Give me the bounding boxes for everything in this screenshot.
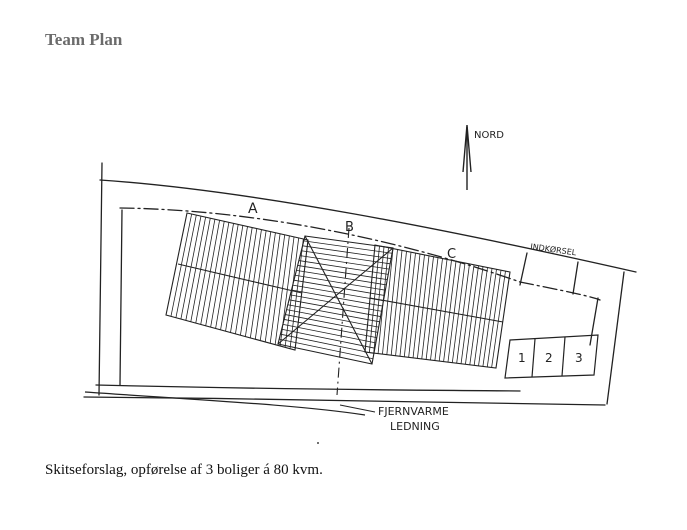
label-pipe-line2: LEDNING (390, 420, 440, 433)
label-driveway: INDKØRSEL (530, 241, 578, 257)
page-title: Team Plan (45, 30, 123, 49)
driveway-line-2 (572, 261, 579, 295)
plot-boundary-right (606, 271, 625, 405)
house-b (277, 227, 394, 396)
plot-boundary-bottom (83, 396, 606, 406)
label-shed-1: 1 (518, 351, 526, 365)
plot-boundary-left (98, 162, 103, 396)
label-house-b: B (345, 220, 354, 235)
setback-line-bottom (95, 384, 521, 392)
house-a (165, 212, 309, 351)
driveway-line-1 (519, 252, 528, 286)
pipe-leader (339, 404, 376, 413)
stray-dot (317, 442, 319, 444)
label-north: NORD (474, 130, 504, 141)
label-house-c: C (447, 247, 456, 262)
north-arrow-icon (462, 124, 472, 190)
setback-line-left (119, 209, 123, 386)
caption: Skitseforslag, opførelse af 3 boliger á … (45, 462, 323, 478)
label-house-a: A (248, 201, 258, 217)
sheds (504, 334, 599, 379)
label-shed-3: 3 (575, 351, 583, 365)
label-pipe-line1: FJERNVARME (378, 405, 449, 418)
setback-line-right (589, 297, 599, 346)
label-shed-2: 2 (545, 351, 553, 365)
house-c (364, 244, 511, 369)
district-heating-pipe (84, 391, 366, 416)
plot-boundary-top (99, 179, 637, 273)
